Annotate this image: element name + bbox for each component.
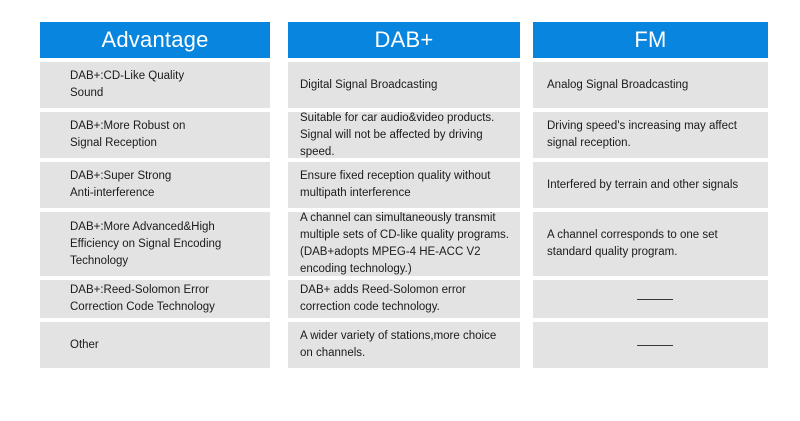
column-header-dab: DAB+ (288, 22, 520, 58)
table-cell-dab-3: A channel can simultaneously transmit mu… (288, 212, 520, 276)
cell-text: DAB+:More Advanced&High Efficiency on Si… (70, 220, 222, 267)
em-dash-placeholder-icon (636, 344, 673, 346)
cell-text: Ensure fixed reception quality without m… (300, 170, 491, 199)
column-header-advantage: Advantage (40, 22, 270, 58)
cell-text: A channel corresponds to one set standar… (547, 229, 718, 258)
table-cell-dab-2: Ensure fixed reception quality without m… (288, 162, 520, 208)
table-cell-advantage-5: Other (40, 322, 270, 368)
cell-text: A channel can simultaneously transmit mu… (300, 212, 509, 275)
cell-text: Other (70, 338, 99, 351)
table-cell-fm-1: Driving speed's increasing may affect si… (533, 112, 768, 158)
table-cell-fm-2: Interfered by terrain and other signals (533, 162, 768, 208)
cell-text: Analog Signal Broadcasting (547, 78, 689, 91)
cell-text: Driving speed's increasing may affect si… (547, 120, 737, 149)
table-cell-fm-0: Analog Signal Broadcasting (533, 62, 768, 108)
cell-text: DAB+:Reed-Solomon Error Correction Code … (70, 284, 215, 313)
cell-text: A wider variety of stations,more choice … (300, 330, 497, 359)
table-cell-fm-4 (533, 280, 768, 318)
cell-text: DAB+:Super Strong Anti-interference (70, 170, 172, 199)
table-cell-dab-5: A wider variety of stations,more choice … (288, 322, 520, 368)
table-cell-dab-0: Digital Signal Broadcasting (288, 62, 520, 108)
table-cell-fm-3: A channel corresponds to one set standar… (533, 212, 768, 276)
table-cell-dab-1: Suitable for car audio&video products. S… (288, 112, 520, 158)
table-cell-advantage-3: DAB+:More Advanced&High Efficiency on Si… (40, 212, 270, 276)
table-cell-advantage-2: DAB+:Super Strong Anti-interference (40, 162, 270, 208)
table-cell-advantage-0: DAB+:CD-Like Quality Sound (40, 62, 270, 108)
column-advantage: Advantage DAB+:CD-Like Quality Sound DAB… (40, 22, 270, 372)
cell-text: DAB+ adds Reed-Solomon error correction … (300, 284, 466, 313)
column-dab: DAB+ Digital Signal Broadcasting Suitabl… (288, 22, 520, 372)
cell-text: Suitable for car audio&video products. S… (300, 111, 495, 158)
cell-text: DAB+:CD-Like Quality Sound (70, 70, 185, 99)
column-header-fm: FM (533, 22, 768, 58)
cell-text: Interfered by terrain and other signals (547, 178, 739, 191)
table-cell-advantage-1: DAB+:More Robust on Signal Reception (40, 112, 270, 158)
cell-text: Digital Signal Broadcasting (300, 78, 438, 91)
table-cell-dab-4: DAB+ adds Reed-Solomon error correction … (288, 280, 520, 318)
table-cell-advantage-4: DAB+:Reed-Solomon Error Correction Code … (40, 280, 270, 318)
em-dash-placeholder-icon (636, 298, 673, 300)
cell-text: DAB+:More Robust on Signal Reception (70, 120, 186, 149)
comparison-table: Advantage DAB+:CD-Like Quality Sound DAB… (40, 22, 768, 372)
column-fm: FM Analog Signal Broadcasting Driving sp… (533, 22, 768, 372)
table-cell-fm-5 (533, 322, 768, 368)
